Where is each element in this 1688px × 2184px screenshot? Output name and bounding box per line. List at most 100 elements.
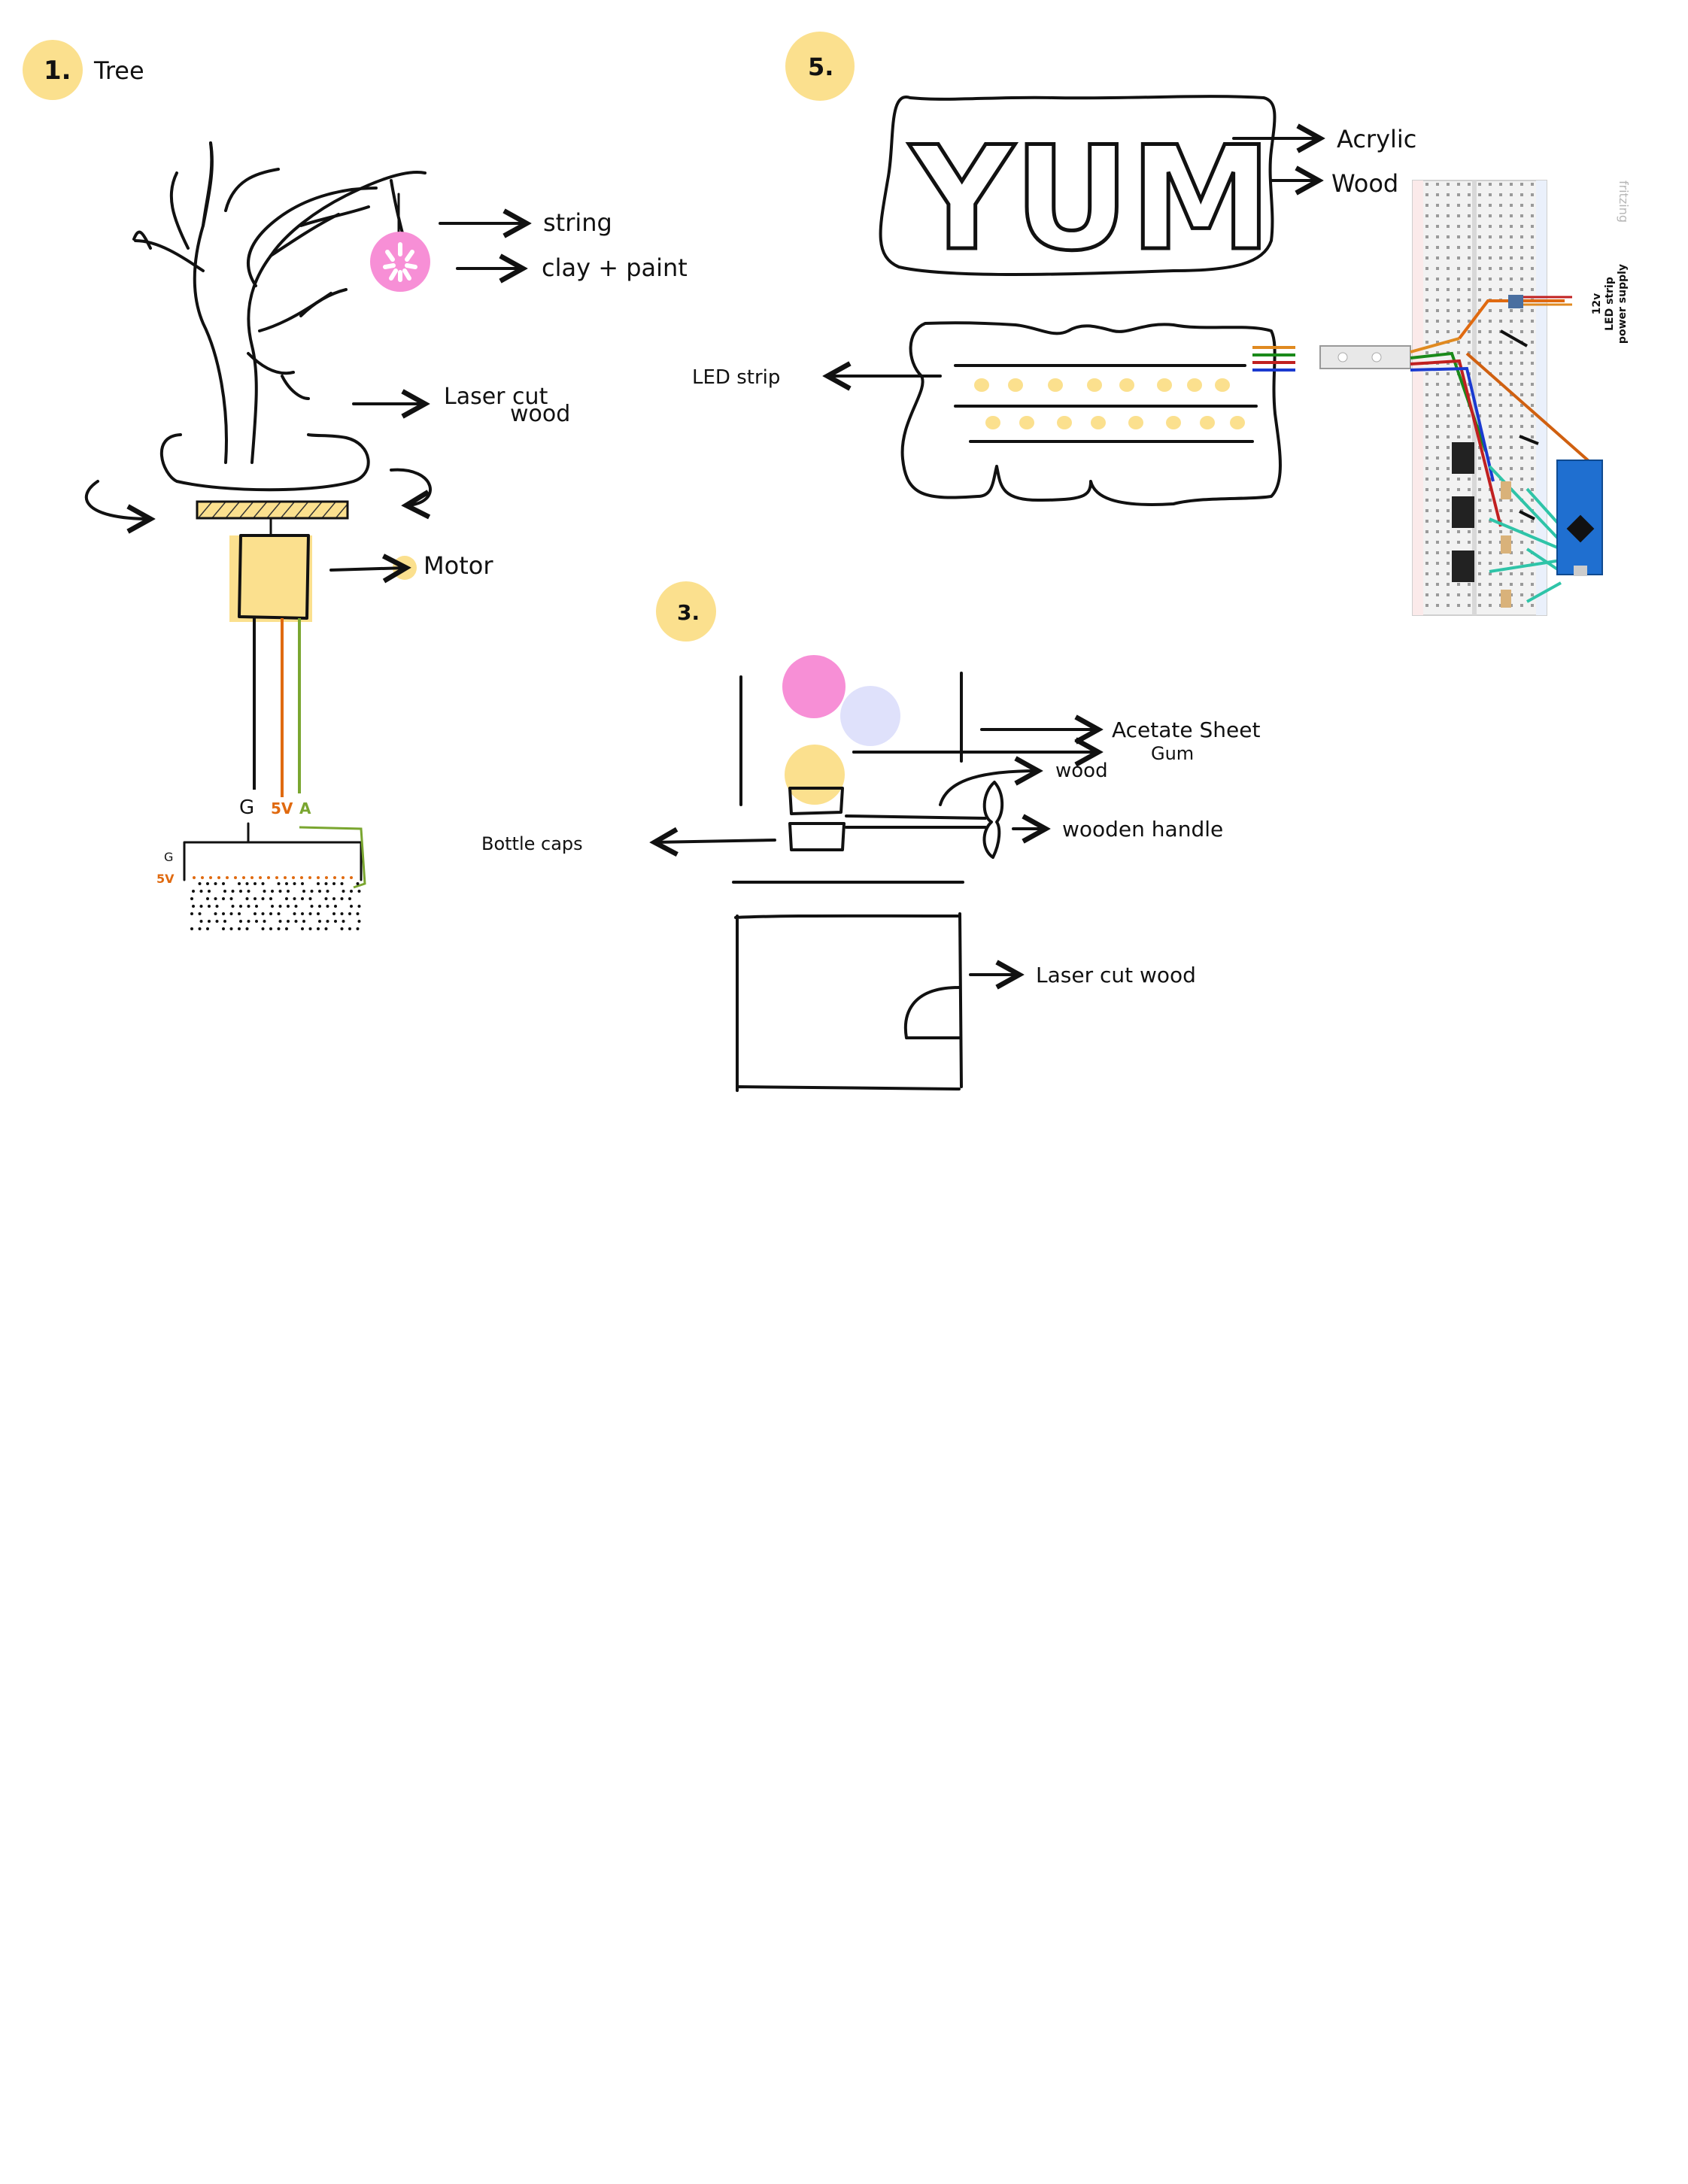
breadboard-hole: [357, 912, 360, 915]
breadboard-hole: [301, 912, 304, 915]
led-dot: [1119, 378, 1134, 392]
led-dot: [1048, 378, 1063, 392]
breadboard-hole: [318, 890, 321, 893]
breadboard-hole: [246, 927, 249, 930]
dispenser-cap-bottom: [790, 824, 844, 850]
arrow-bottle-caps: [654, 840, 775, 842]
gum-ball-pink: [782, 655, 846, 718]
breadboard-hole: [332, 882, 335, 885]
section-title-tree: Tree: [93, 56, 144, 85]
breadboard-hole: [285, 882, 288, 885]
led-dot: [1087, 378, 1102, 392]
breadboard-hole: [309, 912, 312, 915]
breadboard-rail-hole: [209, 876, 212, 879]
breadboard-hole: [263, 890, 266, 893]
breadboard-hole: [190, 897, 193, 900]
breadboard-hole: [247, 920, 250, 923]
label-led-strip: LED strip: [692, 366, 780, 389]
breadboard-sketch: G 5V: [156, 824, 365, 930]
breadboard-hole: [293, 897, 296, 900]
led-dot: [1091, 416, 1106, 429]
breadboard-hole: [287, 905, 290, 908]
breadboard-hole: [311, 905, 314, 908]
section-yum-sign: 5. YUM Acrylic Wood LED strip: [692, 32, 1631, 615]
breadboard-hole: [222, 912, 225, 915]
breadboard-hole: [208, 890, 211, 893]
breadboard-rail-hole: [250, 876, 254, 879]
led-dot: [1215, 378, 1230, 392]
breadboard-hole: [318, 920, 321, 923]
breadboard-rail-hole: [317, 876, 320, 879]
tree-drawing: [87, 143, 430, 519]
breadboard-hole: [309, 927, 312, 930]
breadboard-hole: [301, 882, 304, 885]
breadboard-hole: [254, 882, 257, 885]
breadboard-hole: [278, 882, 281, 885]
breadboard-hole: [342, 920, 345, 923]
breadboard-rail-hole: [325, 876, 328, 879]
breadboard-rail-hole: [292, 876, 295, 879]
wooden-handle-knob: [984, 782, 1002, 857]
breadboard-hole: [357, 882, 360, 885]
breadboard-hole: [199, 927, 202, 930]
supply-label-supply: power supply: [1617, 264, 1629, 344]
breadboard-hole: [247, 890, 250, 893]
gum-ball-yellow: [785, 745, 845, 805]
breadboard-rail-hole: [193, 876, 196, 879]
resistor-1: [1501, 481, 1511, 499]
breadboard-hole: [230, 927, 233, 930]
breadboard-rail-hole: [275, 876, 278, 879]
breadboard-hole: [285, 927, 288, 930]
breadboard-hole: [279, 890, 282, 893]
breadboard-rail-hole: [259, 876, 262, 879]
breadboard-hole: [357, 927, 360, 930]
breadboard-rail-hole: [284, 876, 287, 879]
breadboard-hole: [358, 920, 361, 923]
breadboard-hole: [342, 890, 345, 893]
breadboard-hole: [223, 920, 226, 923]
led-dot: [1157, 378, 1172, 392]
breadboard-hole: [206, 927, 209, 930]
resistor-3: [1501, 590, 1511, 608]
breadboard-hole: [348, 927, 351, 930]
breadboard-hole: [190, 912, 193, 915]
handle-shaft-top: [846, 816, 985, 818]
section-gum-machine: 3. Acetate Sheet Gum wood wooden handle …: [481, 581, 1260, 1090]
led-dot: [1200, 416, 1215, 429]
breadboard-rail-hole: [242, 876, 245, 879]
label-laser-cut-wood-base: Laser cut wood: [1036, 963, 1196, 987]
breadboard-hole: [214, 882, 217, 885]
fritzing-watermark: fritzing: [1617, 180, 1631, 223]
breadboard-rail-hole: [308, 876, 311, 879]
breadboard-hole: [239, 890, 242, 893]
breadboard-hole: [301, 897, 304, 900]
breadboard-hole: [332, 912, 335, 915]
breadboard-hole: [271, 890, 274, 893]
breadboard-hole: [348, 897, 351, 900]
breadboard-hole: [269, 927, 272, 930]
breadboard-dots: [190, 876, 361, 930]
breadboard-hole: [325, 897, 328, 900]
breadboard-hole: [246, 897, 249, 900]
breadboard-hole: [350, 890, 353, 893]
breadboard-hole: [200, 890, 203, 893]
section-number-1: 1.: [44, 56, 71, 86]
breadboard-hole: [262, 912, 265, 915]
breadboard-hole: [341, 897, 344, 900]
transistor-1: [1452, 442, 1474, 474]
breadboard-hole: [278, 927, 281, 930]
led-dot: [1008, 378, 1023, 392]
rotating-platform: [197, 502, 348, 518]
breadboard-rail-hole: [267, 876, 270, 879]
breadboard-hole: [302, 920, 305, 923]
breadboard-hole: [279, 905, 282, 908]
breadboard-hole: [192, 905, 195, 908]
breadboard-hole: [199, 912, 202, 915]
label-gum: Gum: [1151, 743, 1194, 764]
breadboard-hole: [254, 912, 257, 915]
breadboard-rail-hole: [234, 876, 237, 879]
breadboard-hole: [255, 905, 258, 908]
breadboard-hole: [341, 912, 344, 915]
board-label-5v: 5V: [156, 872, 175, 886]
